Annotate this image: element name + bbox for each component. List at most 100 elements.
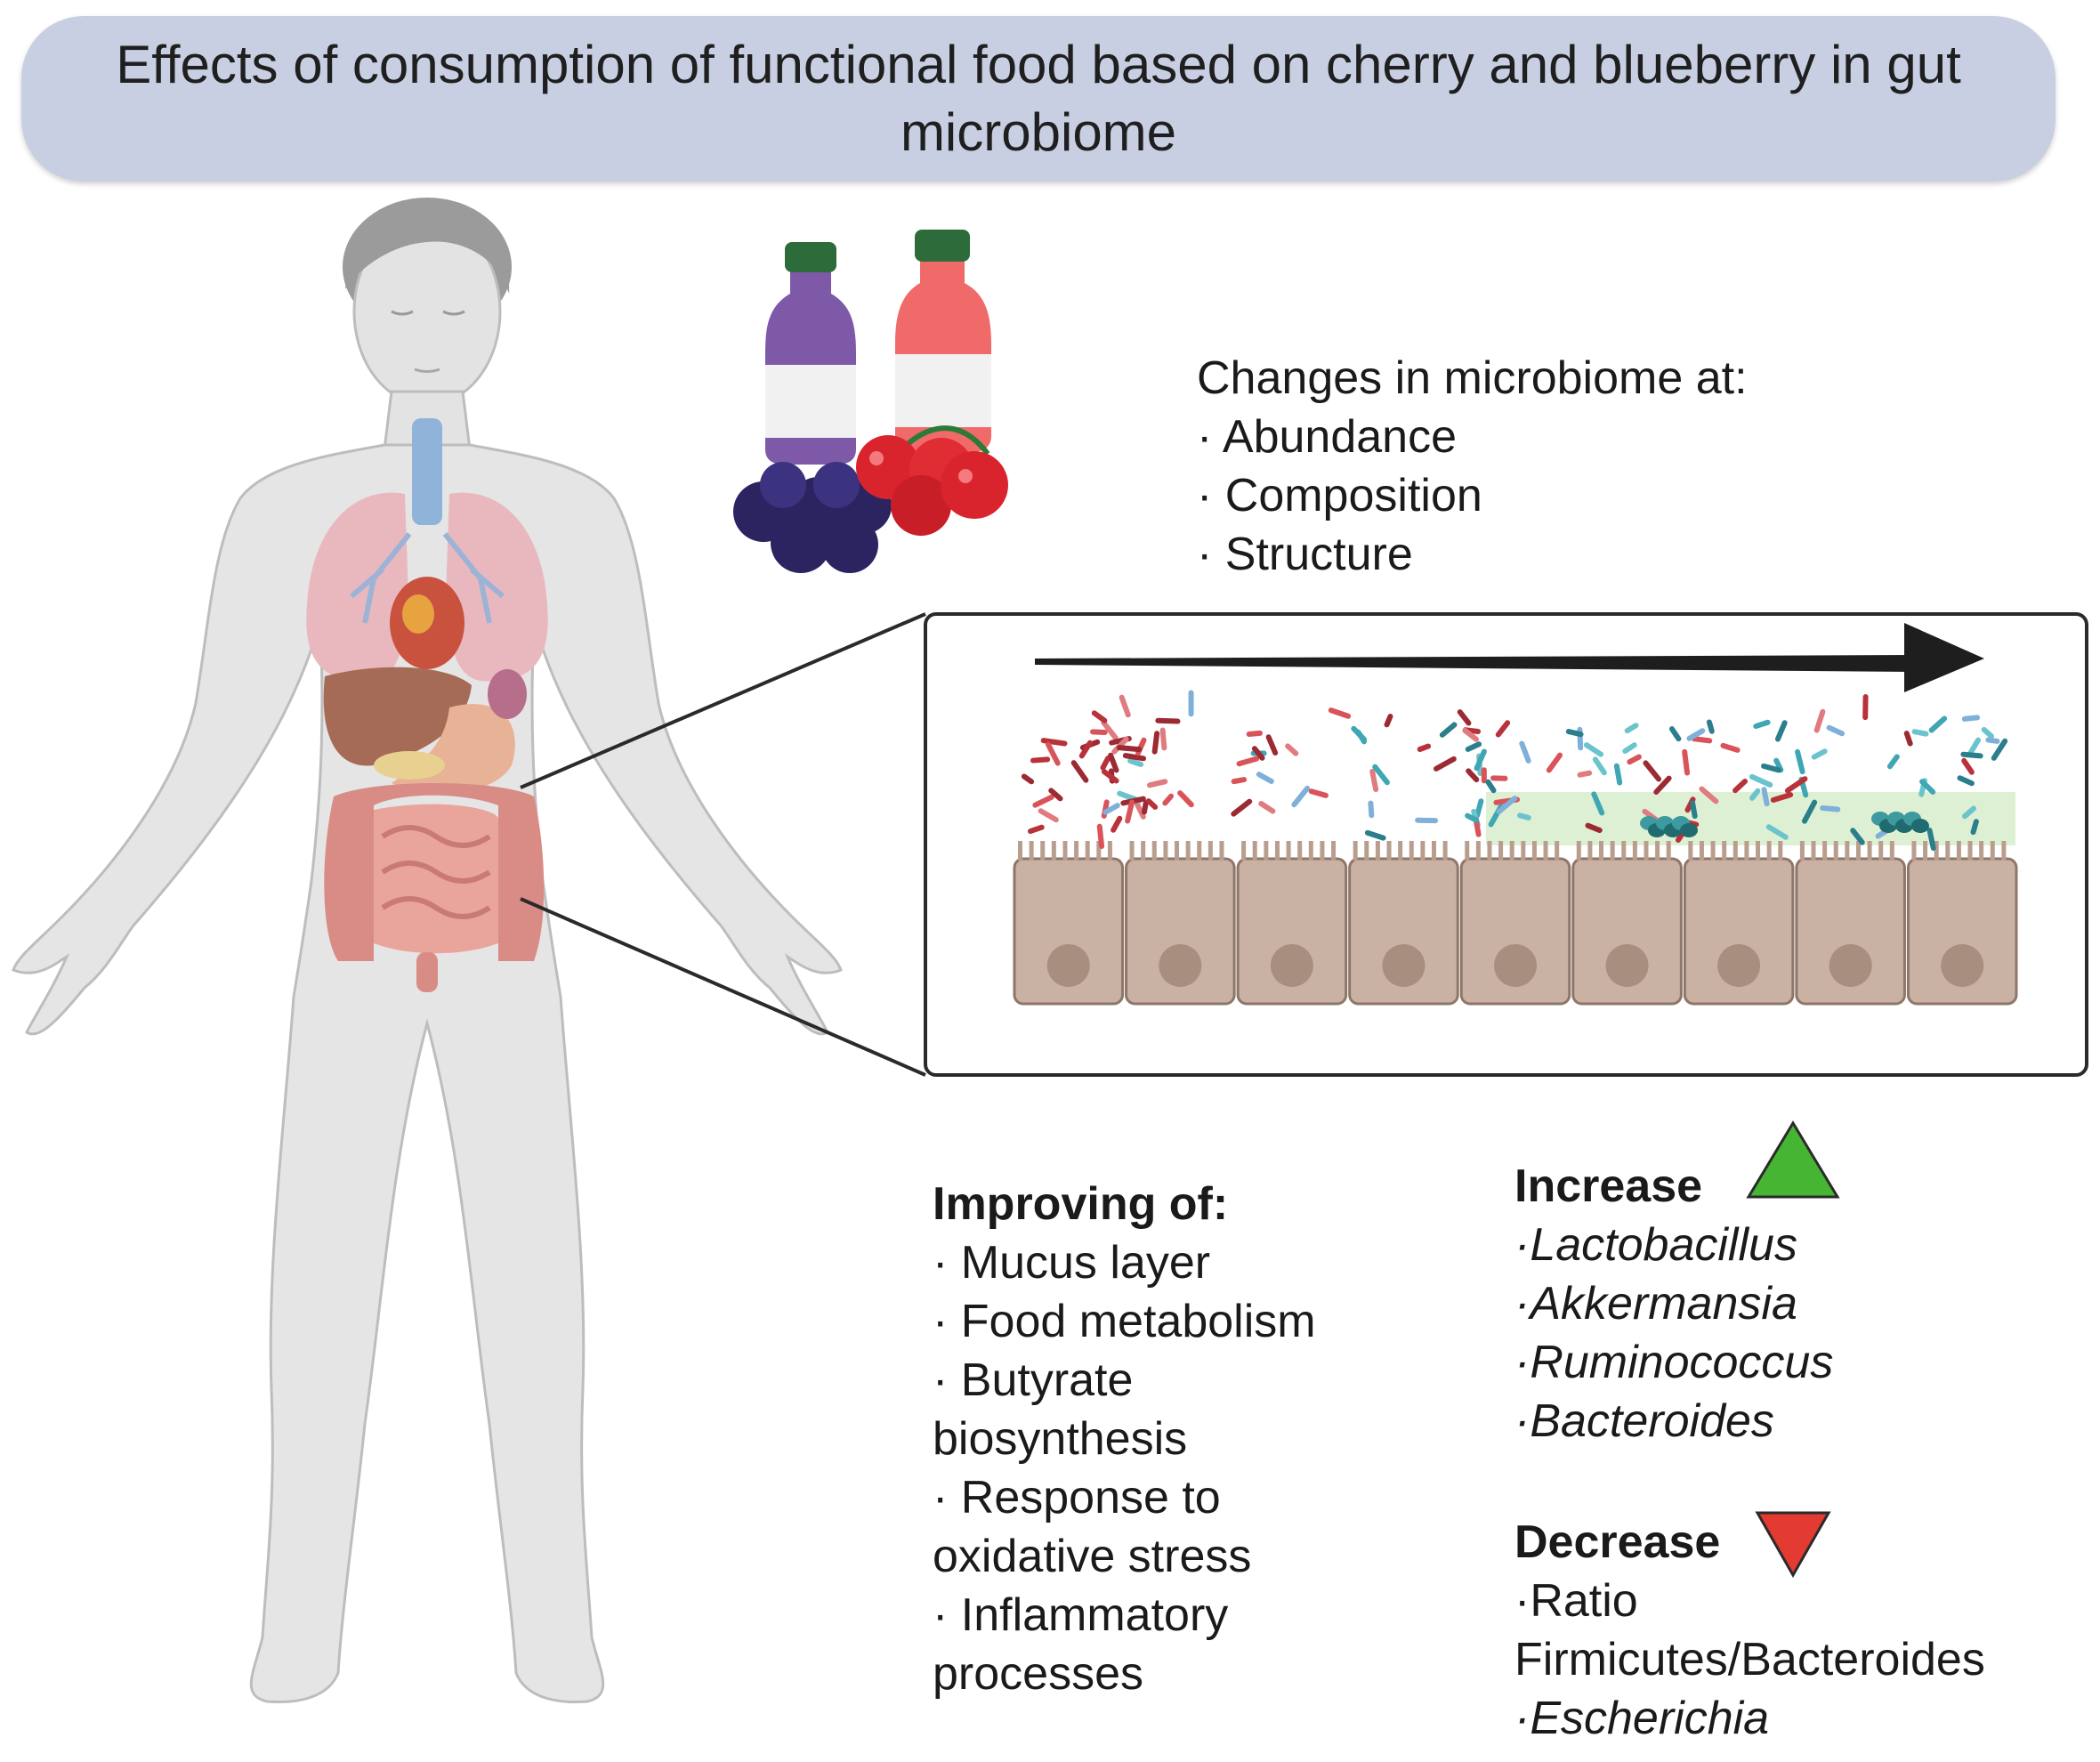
bacterium	[1706, 719, 1715, 734]
cell-nucleus	[1270, 944, 1313, 987]
microvillus	[1286, 841, 1291, 861]
cell-nucleus	[1941, 944, 1984, 987]
microbiome-change-item: · Structure	[1197, 529, 1413, 580]
bacterium	[1236, 756, 1260, 767]
bacterium	[1368, 800, 1375, 819]
microvillus	[1923, 841, 1928, 861]
microvillus	[1197, 841, 1202, 861]
improving-line: · Butyrate	[933, 1354, 1134, 1406]
cell-nucleus	[1717, 944, 1761, 987]
cell-nucleus	[1046, 944, 1090, 987]
microvillus	[1756, 841, 1761, 861]
increase-item: ·Ruminococcus	[1514, 1337, 1834, 1388]
bacterium	[1911, 729, 1929, 737]
bacterium	[1627, 754, 1642, 765]
microvillus	[1264, 841, 1269, 861]
bacterium	[1862, 693, 1869, 721]
microvillus	[1051, 841, 1056, 861]
bacterium	[1048, 788, 1063, 802]
microvillus	[1833, 841, 1838, 861]
decrease-line: ·Ratio	[1514, 1575, 1638, 1627]
microvillus	[1074, 841, 1079, 861]
bacterium	[1465, 812, 1479, 823]
microvillus	[1498, 841, 1504, 861]
microvillus	[1185, 841, 1191, 861]
epithelial-cell	[1236, 857, 1348, 1006]
cell-nucleus	[1159, 944, 1202, 987]
increase-item: ·Akkermansia	[1514, 1278, 1797, 1330]
bacterium	[1495, 720, 1511, 738]
microvillus	[1096, 841, 1102, 861]
microvillus	[1878, 841, 1884, 861]
bacterium	[1125, 799, 1135, 824]
epithelial-cell	[1348, 857, 1459, 1006]
bacterium	[1960, 751, 1983, 759]
microvillus	[1151, 841, 1157, 861]
bacterium	[1021, 773, 1035, 785]
bacterium	[1355, 729, 1368, 745]
bacterium	[1699, 786, 1719, 804]
bacterium	[1162, 793, 1175, 806]
epithelial-cell	[1906, 857, 2018, 1006]
microbiome-change-item: · Composition	[1197, 470, 1482, 521]
microvillus	[1990, 841, 1995, 861]
microvillus	[1688, 841, 1693, 861]
microvillus	[1521, 841, 1526, 861]
microvillus	[1320, 841, 1325, 861]
microvillus	[1822, 841, 1828, 861]
bacterium	[1134, 800, 1146, 820]
bacterium	[1961, 715, 1981, 722]
microvillus	[1431, 841, 1436, 861]
cell-nucleus	[1494, 944, 1537, 987]
bacterium	[1119, 694, 1131, 718]
microvillus	[1732, 841, 1738, 861]
bacterium	[1496, 796, 1518, 814]
improving-line: · Response to	[933, 1472, 1221, 1524]
microvillus	[1129, 841, 1135, 861]
cell-nucleus	[1829, 944, 1872, 987]
bacterium	[1474, 748, 1487, 772]
epithelial-cell	[1571, 857, 1683, 1006]
bacterium	[1032, 794, 1054, 808]
bacterium	[1761, 763, 1782, 773]
microvillus	[1610, 841, 1615, 861]
microvillus	[1364, 841, 1369, 861]
bacterium	[1653, 775, 1672, 795]
microvillus	[1722, 841, 1727, 861]
bacterium	[1765, 824, 1789, 840]
page-title: Effects of consumption of functional foo…	[116, 35, 1961, 162]
bacterium	[1749, 773, 1773, 788]
bacterium	[1624, 723, 1639, 734]
microvillus	[1062, 841, 1068, 861]
bacterium	[1577, 770, 1593, 778]
bacterium	[1147, 779, 1168, 788]
bacterium	[1457, 709, 1472, 726]
bacterium	[1753, 719, 1771, 730]
microvillus	[1576, 841, 1581, 861]
bacterium	[1732, 778, 1749, 794]
bacterium	[1101, 719, 1119, 740]
epithelial-cell	[1125, 857, 1236, 1006]
bacterium	[1415, 817, 1439, 824]
microvillus	[1509, 841, 1514, 861]
improving-line: oxidative stress	[933, 1531, 1252, 1582]
microvillus	[1040, 841, 1046, 861]
bacterium	[1096, 823, 1105, 849]
bacterium	[1970, 819, 1979, 836]
bacterium	[1265, 734, 1279, 756]
bacterium	[1967, 737, 1982, 756]
bacterium	[1801, 799, 1818, 824]
increase-item: ·Lactobacillus	[1514, 1219, 1797, 1271]
microvillus	[1398, 841, 1403, 861]
bacterium	[1231, 798, 1253, 817]
microvillus	[1979, 841, 1984, 861]
bacterium	[1585, 822, 1603, 834]
bacterium	[1784, 776, 1808, 794]
microvillus	[1018, 841, 1022, 861]
microvillus	[1465, 841, 1470, 861]
bacterium	[1231, 777, 1248, 785]
microvillus	[1420, 841, 1426, 861]
bacterium	[1364, 829, 1386, 841]
bacterium	[1622, 742, 1637, 754]
gut-epithelium-icon	[924, 612, 2088, 1077]
